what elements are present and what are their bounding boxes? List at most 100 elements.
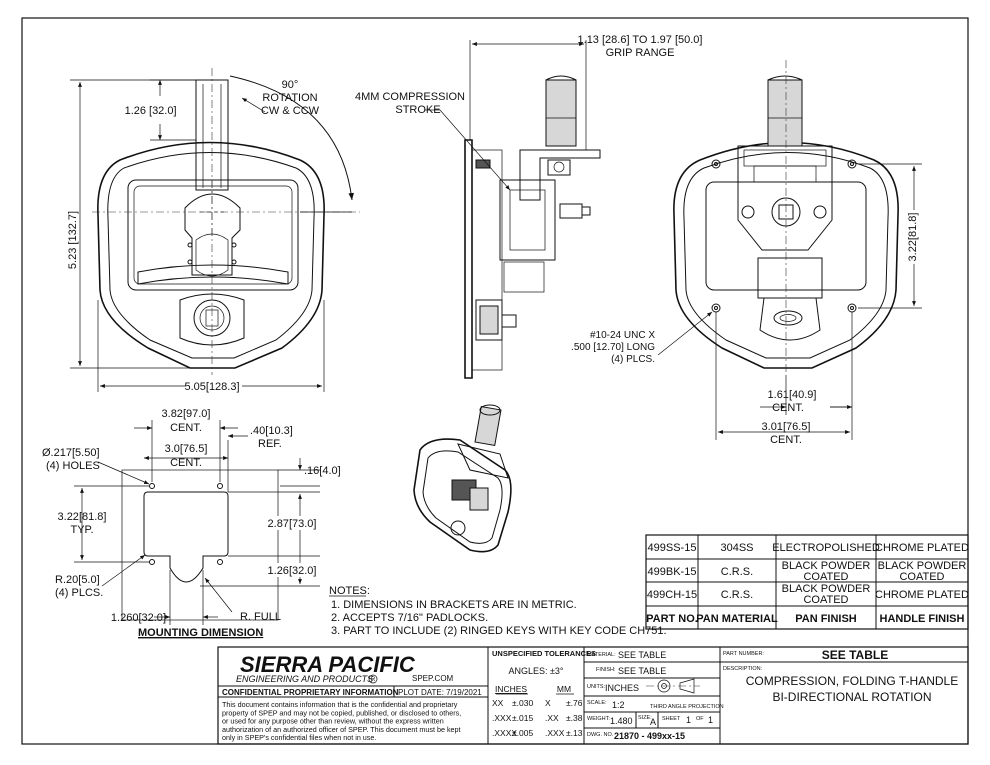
svg-text:1.26[32.0]: 1.26[32.0] [268,565,317,577]
units-value: INCHES [605,683,639,693]
svg-text:1.260[32.0]: 1.260[32.0] [111,612,166,624]
tol-mm-format: X [545,698,551,708]
pan-finish-cell: COATED [803,571,848,583]
mnt-holes-qty: (4) HOLES [46,460,100,472]
pan-outline [97,141,325,369]
company-name: SIERRA PACIFIC [240,652,416,677]
sheet-label: SHEET [662,716,681,722]
notes: NOTES: 1. DIMENSIONS IN BRACKETS ARE IN … [329,585,667,637]
pan-finish-cell: BLACK POWDER [782,583,871,595]
disclaimer-line: or used for any purpose other than revie… [222,717,444,726]
mnt-d5: 2.87 [268,518,289,530]
dim-overall-width: 5.05 [184,381,205,393]
svg-text:Ø.217[5.50]: Ø.217[5.50] [42,447,100,459]
grip-range-line-1: 1.13 [28.6] TO 1.97 [50.0] [578,34,703,46]
svg-text:3.22[81.8]: 3.22[81.8] [58,511,107,523]
stud-note-line-3: (4) PLCS. [611,354,655,365]
mnt-d4: .16 [304,465,319,477]
grip-range-line-2: GRIP RANGE [606,47,675,59]
pan-material-cell: C.R.S. [721,589,753,601]
tol-angles: ANGLES: ±3° [508,666,563,676]
mnt-d6: 1.26 [268,565,289,577]
note-1: 1. DIMENSIONS IN BRACKETS ARE IN METRIC. [331,599,577,611]
svg-text:2.87[73.0]: 2.87[73.0] [268,518,317,530]
svg-text:3.82[97.0]: 3.82[97.0] [162,408,211,420]
mnt-d6-mm: 32.0 [292,565,313,577]
company-web: SPEP.COM [412,674,454,683]
front-view-dimensions: 90° ROTATION CW & CCW 1.26 [32.0] 5.23 [… [67,79,325,393]
dwg-label: DWG. NO. [587,732,614,738]
pan-material-cell: 304SS [720,542,753,554]
mnt-d3: 3.0 [165,443,180,455]
disclaimer-line: This document contains information that … [222,700,458,709]
weight-label: WEIGHT: [587,716,610,722]
mnt-d2-mm: 10.3 [268,425,289,437]
compression-line-1: 4MM COMPRESSION [355,91,465,103]
tol-inch-format: XX [492,698,504,708]
size-value: A [650,717,656,727]
dim-rear-height: 3.22 [907,240,919,261]
scale-label: SCALE: [587,700,607,706]
tol-mm-format: .XXX [545,728,565,738]
dim-rear-height-mm: 81.8 [907,216,919,237]
mnt-typ-h: 3.22 [58,511,79,523]
rotation-line-1: 90° [282,79,299,91]
dim-rear-w2: 3.01 [762,421,783,433]
tol-mm-label: MM [557,684,571,694]
tol-inch-value: ±.005 [512,728,533,738]
mnt-d4-mm: 4.0 [322,465,337,477]
isometric-view [413,404,512,553]
svg-text:[32.0]: [32.0] [149,105,177,117]
svg-text:5.05[128.3]: 5.05[128.3] [184,381,239,393]
mnt-d1-mm: 97.0 [186,408,207,420]
svg-text:.16[4.0]: .16[4.0] [304,465,341,477]
mnt-d7-mm: 32.0 [142,612,163,624]
registered-mark: R [371,677,376,683]
dim-overall-height: 5.23 [67,248,79,269]
mnt-typ-h-mm: 81.8 [82,511,103,523]
part-number-label: PART NUMBER: [723,651,764,657]
dim-handle-height-mm: 32.0 [152,105,173,117]
svg-text:3.01[76.5]: 3.01[76.5] [762,421,811,433]
part-no-cell: 499BK-15 [648,566,697,578]
disclaimer-line: authorization of an authorized officer o… [222,725,461,734]
mnt-d1-cent: CENT. [170,422,202,434]
tol-inch-value: ±.030 [512,698,533,708]
note-2: 2. ACCEPTS 7/16" PADLOCKS. [331,612,488,624]
mnt-radius-qty: (4) PLCS. [55,587,103,599]
side-handle-post [545,79,577,147]
svg-text:R.20[5.0]: R.20[5.0] [55,574,100,586]
svg-text:.40[10.3]: .40[10.3] [250,425,293,437]
rotation-line-3: CW & CCW [261,105,320,117]
units-label: UNITS: [587,684,606,690]
material-label: MATERIAL: [587,652,616,658]
mnt-d3-mm: 76.5 [183,443,204,455]
part-header-pan-material: PAN MATERIAL [696,613,778,625]
svg-text:1.26: 1.26 [125,105,146,117]
cutout-outline [143,491,229,583]
part-header-part-no: PART NO. [646,613,698,625]
mnt-radius: R.20 [55,574,78,586]
dim-overall-height-mm: 132.7 [67,214,79,242]
mnt-d2: .40 [250,425,265,437]
mnt-d5-mm: 73.0 [292,518,313,530]
handle-finish-cell: CHROME PLATED [875,589,969,601]
dim-rear-w2-mm: 76.5 [786,421,807,433]
finish-value: SEE TABLE [618,666,666,676]
disclaimer-line: only in SPEP's confidential files when n… [222,733,376,742]
svg-text:3.0[76.5]: 3.0[76.5] [165,443,208,455]
dim-handle-height: 1.26 [125,105,146,117]
handle-finish-cell: BLACK POWDER [878,560,967,572]
part-number-value: SEE TABLE [822,648,888,662]
tol-mm-format: .XX [545,713,559,723]
projection-label: THIRD ANGLE PROJECTION [650,704,724,710]
rear-w1-cent: CENT. [772,402,804,414]
tol-mm-value: ±.13 [566,728,583,738]
finish-label: FINISH: [596,667,616,673]
mnt-d3-cent: CENT. [170,457,202,469]
notes-heading: NOTES: [329,585,370,597]
handle-finish-cell: CHROME PLATED [875,542,969,554]
company-sub: ENGINEERING AND PRODUCTS [236,674,373,684]
